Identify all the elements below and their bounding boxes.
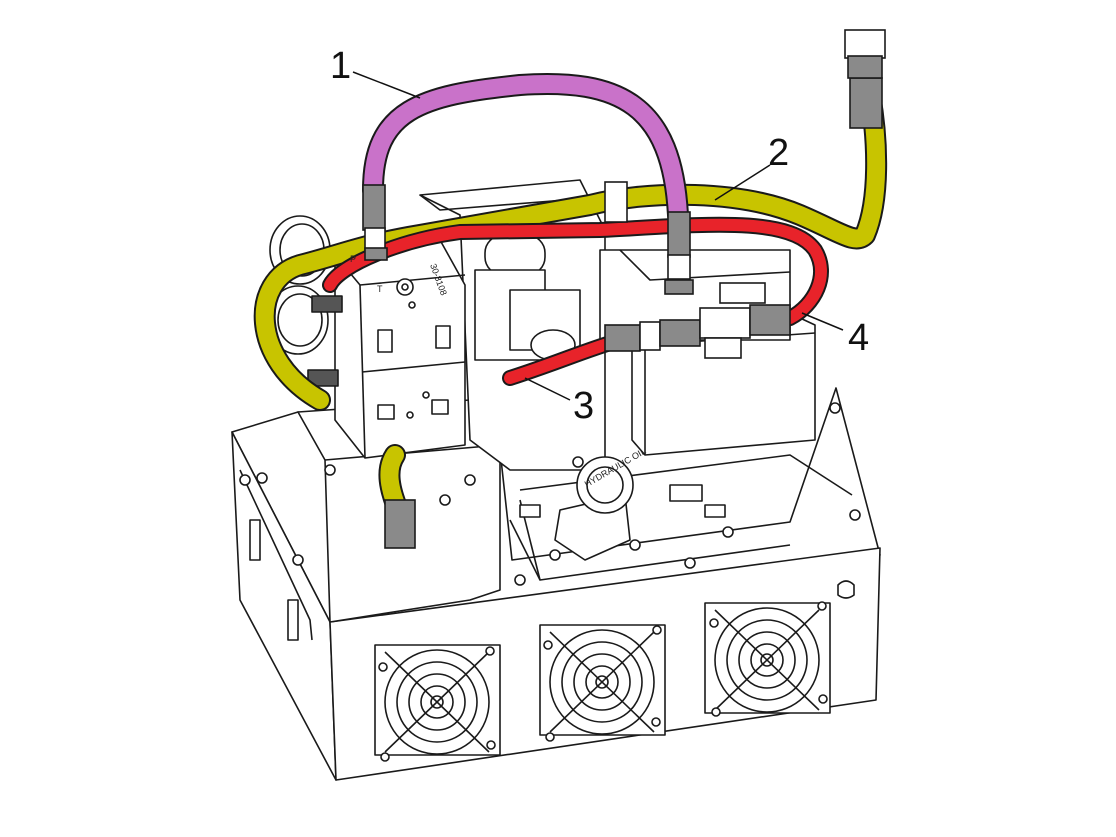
callout-1: 1: [330, 45, 351, 87]
callout-3: 3: [573, 385, 594, 427]
hose-1: [362, 73, 689, 226]
fill-cap: [519, 456, 726, 561]
cooling-fan-left: [374, 644, 501, 756]
callout-2: 2: [768, 132, 789, 174]
cooling-fan-right: [704, 602, 831, 714]
callout-4: 4: [848, 317, 869, 359]
fastener-screws: [239, 402, 861, 762]
callout-leaders: [352, 71, 844, 401]
hose-fittings: [362, 29, 886, 549]
valve-manifold: [334, 239, 466, 459]
cooling-fan-center: [539, 624, 666, 736]
port-label-p: P: [350, 254, 356, 264]
pressure-gauge-lower: [267, 285, 343, 387]
port-label-t: T: [377, 284, 383, 294]
